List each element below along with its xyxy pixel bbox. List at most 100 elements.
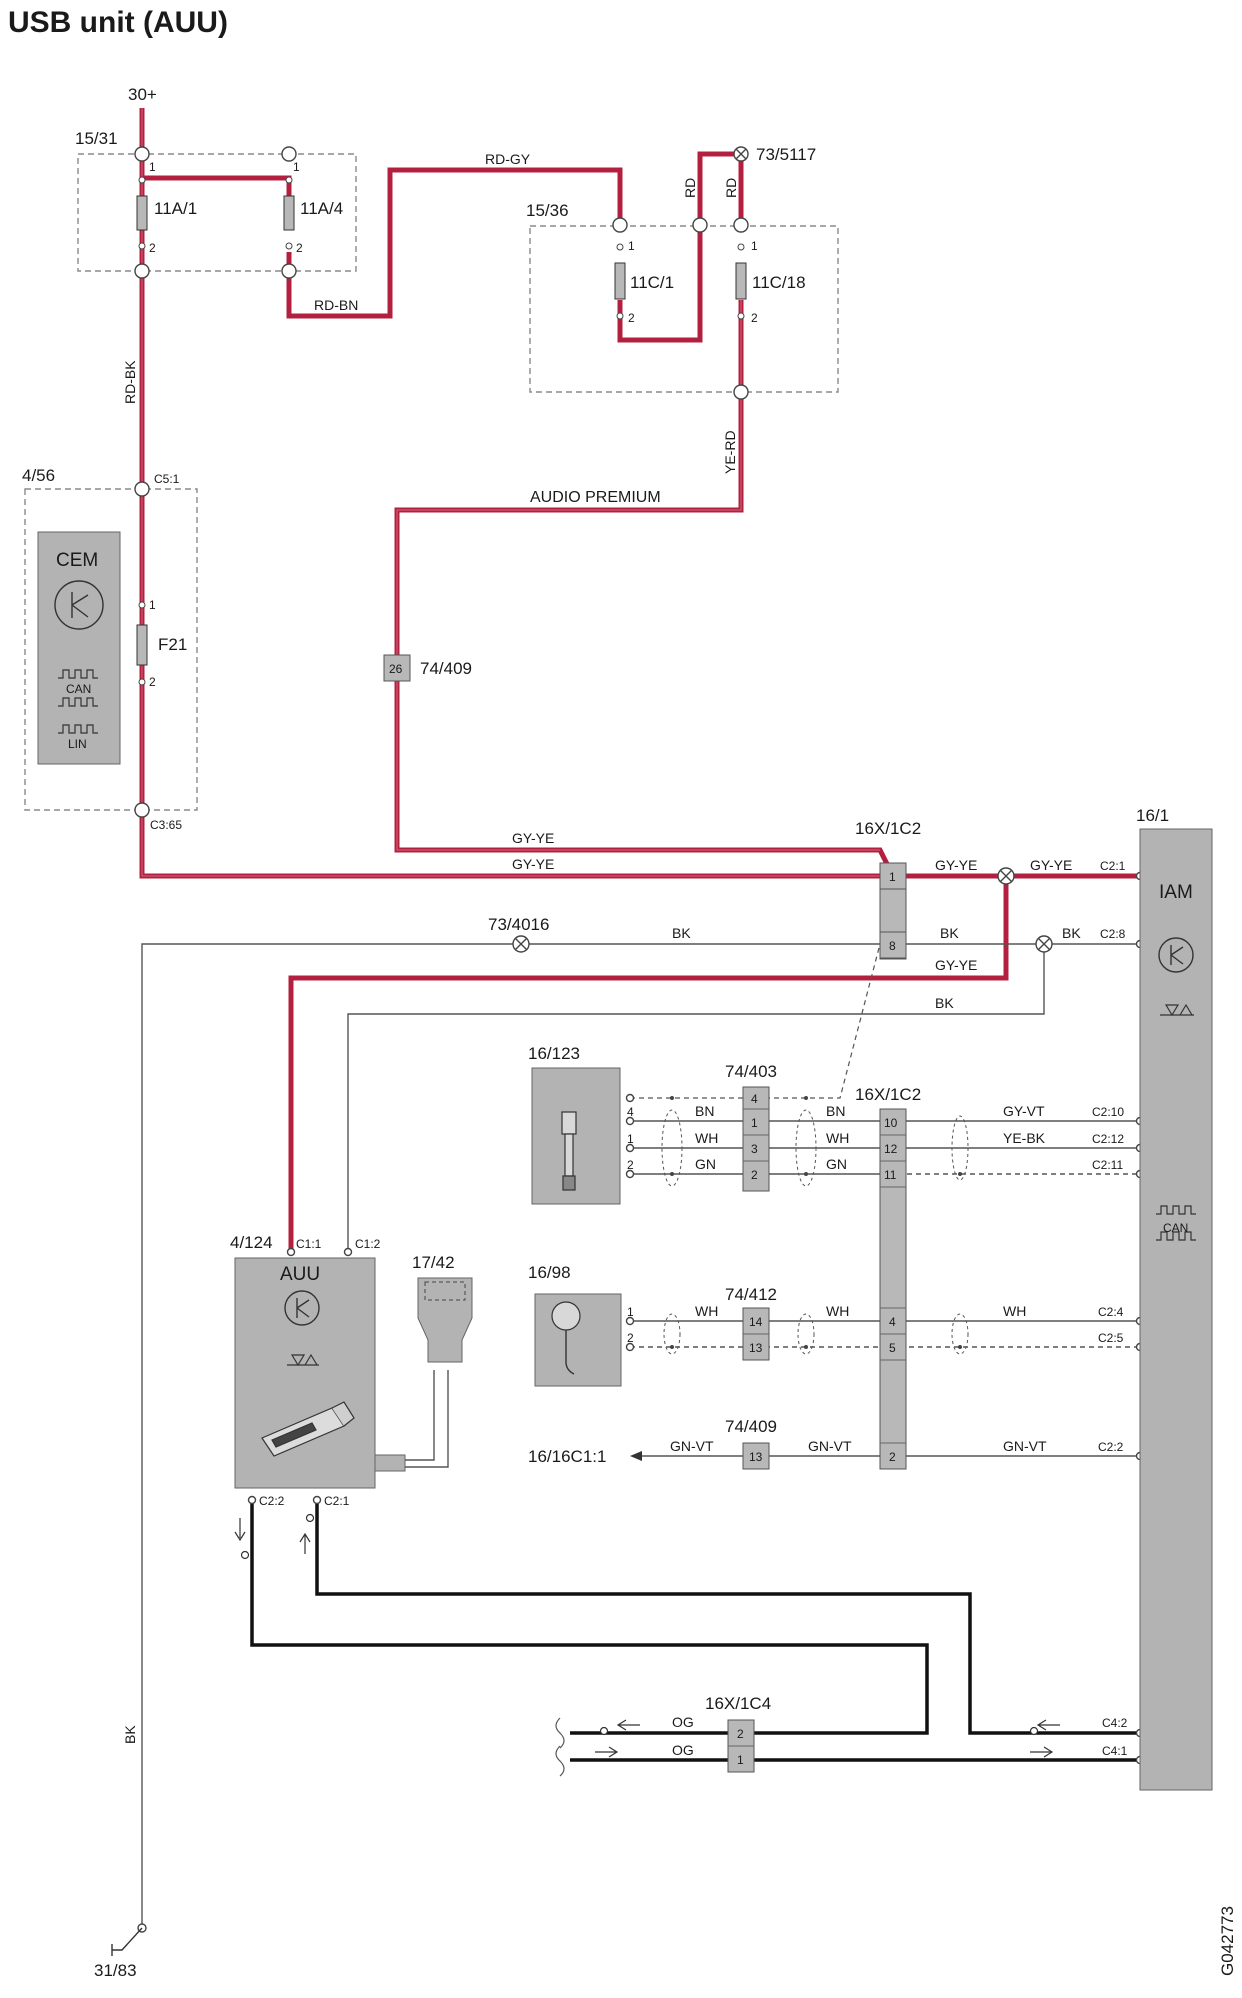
wire-ye-rd-label: YE-RD xyxy=(722,430,738,474)
aux-conn-pin-0: 4 xyxy=(751,1092,758,1106)
cem-pin-out: C3:65 xyxy=(150,818,182,832)
transistor-icon xyxy=(284,1290,320,1326)
cem-id: 4/56 xyxy=(22,466,55,485)
main-pin-a: 1 xyxy=(889,870,896,884)
auu-module xyxy=(234,1257,449,1489)
fb-pin2-b: 2 xyxy=(751,311,758,325)
aux-conn-pin-1: 1 xyxy=(751,1116,758,1130)
aux-jack xyxy=(531,1067,621,1205)
iam-pin-1: C2:8 xyxy=(1100,927,1126,941)
fuse-11a4 xyxy=(283,195,295,231)
wire-rd-bk xyxy=(139,108,893,879)
iam-can-label: CAN xyxy=(1163,1221,1188,1235)
gnd-conn-id: 74/409 xyxy=(725,1417,777,1436)
iam-id: 16/1 xyxy=(1136,806,1169,825)
can-wave-icon xyxy=(58,669,98,734)
wire-bk-4: BK xyxy=(935,995,954,1011)
iam-pin-4: C2:11 xyxy=(1092,1158,1123,1172)
conn2-pin-4: 5 xyxy=(889,1341,896,1355)
mic-wire-mid: WH xyxy=(826,1303,849,1319)
transistor-icon xyxy=(54,580,104,630)
wire-rd-b-label: RD xyxy=(723,178,739,198)
conn2-pin-2: 11 xyxy=(884,1168,897,1182)
diode-pair-icon xyxy=(287,1353,319,1367)
mic-conn-pin-0: 14 xyxy=(749,1315,763,1329)
aux-wire-mid-1: WH xyxy=(826,1130,849,1146)
iam-pin-8: C4:2 xyxy=(1102,1716,1128,1730)
ground-splice-label: 73/4016 xyxy=(488,915,549,934)
fuse-f21 xyxy=(136,624,148,666)
aux-wire-left-0: BN xyxy=(695,1103,714,1119)
wire-bk-2: BK xyxy=(940,925,959,941)
cem-box xyxy=(24,488,198,811)
mic-conn-pin-1: 13 xyxy=(749,1341,763,1355)
fb-pin2-a: 2 xyxy=(628,311,635,325)
cem-pin-in: C5:1 xyxy=(154,472,180,486)
splice-bk xyxy=(1035,935,1053,953)
fusebox-a-box xyxy=(77,153,357,272)
conn2-pin-3: 4 xyxy=(889,1315,896,1329)
wire-fuse-bridge xyxy=(142,175,292,200)
fuse-11a1-label: 11A/1 xyxy=(154,199,197,218)
shield-markers xyxy=(661,1109,969,1355)
mic-id: 16/98 xyxy=(528,1263,571,1282)
fuses xyxy=(136,195,747,666)
fa-pin2-a: 2 xyxy=(149,241,156,255)
wire-gy-ye-auu xyxy=(288,876,1009,1252)
aux-wire-left-1: WH xyxy=(695,1130,718,1146)
splice-73-5117-label: 73/5117 xyxy=(756,145,816,164)
aux-conn-id: 74/403 xyxy=(725,1062,777,1081)
fuse-11c18-label: 11C/18 xyxy=(752,273,806,292)
audio-premium-label: AUDIO PREMIUM xyxy=(530,489,661,506)
usb-stick-icon xyxy=(261,1401,355,1457)
wire-gy-ye-5: GY-YE xyxy=(935,957,977,973)
wire-rd-bk-label: RD-BK xyxy=(122,360,138,404)
cem-pin2: 2 xyxy=(149,675,156,689)
wire-rd-a-label: RD xyxy=(682,178,698,198)
arrow-16-16c1 xyxy=(630,1451,642,1461)
can-wave-icon xyxy=(1156,1205,1196,1241)
mic-wire-left: WH xyxy=(695,1303,718,1319)
wire-gy-ye-3: GY-YE xyxy=(935,857,977,873)
aux-wire-right-1: YE-BK xyxy=(1003,1130,1046,1146)
wire-gy-ye-2: GY-YE xyxy=(512,856,554,872)
conn2-pin-0: 10 xyxy=(884,1116,898,1130)
aux-pin-1: 1 xyxy=(627,1132,634,1146)
main-conn-id: 16X/1C2 xyxy=(855,819,921,838)
component-boxes xyxy=(24,153,839,811)
aux-wire-mid-2: GN xyxy=(826,1156,847,1172)
can-conn-pin-1: 1 xyxy=(737,1753,744,1767)
usb-socket xyxy=(417,1277,473,1363)
aux-pin-2: 2 xyxy=(627,1158,634,1172)
aux-wire-left-2: GN xyxy=(695,1156,716,1172)
mic-wire-right: WH xyxy=(1003,1303,1026,1319)
iam-pin-3: C2:12 xyxy=(1092,1132,1124,1146)
terminal-points xyxy=(134,146,1145,1933)
cem-can-label: CAN xyxy=(66,682,91,696)
iam-pin-7: C2:2 xyxy=(1098,1440,1124,1454)
wire-gy-ye-4: GY-YE xyxy=(1030,857,1072,873)
diode-pair-icon xyxy=(1160,1003,1194,1017)
conn2-pin-5: 2 xyxy=(889,1450,896,1464)
wire-rd-bn-label: RD-BN xyxy=(314,297,358,313)
gnd-conn-pin: 13 xyxy=(749,1450,763,1464)
splices xyxy=(512,146,1053,953)
can-wire-a: OG xyxy=(672,1714,694,1730)
splice-73-4016 xyxy=(512,935,530,953)
splice-gy-ye xyxy=(997,867,1015,885)
wire-bk-1: BK xyxy=(672,925,691,941)
auu-pin-c12: C1:2 xyxy=(355,1237,381,1251)
ground-wire-label: BK xyxy=(122,1725,138,1744)
aux-jack-id: 16/123 xyxy=(528,1044,580,1063)
iam-name: IAM xyxy=(1159,882,1193,903)
iam-pin-6: C2:5 xyxy=(1098,1331,1124,1345)
can-wire-b: OG xyxy=(672,1742,694,1758)
page-title: USB unit (AUU) xyxy=(8,6,228,39)
transistor-icon xyxy=(1158,937,1194,973)
cem-pin1: 1 xyxy=(149,598,156,612)
fusebox-b-id: 15/36 xyxy=(526,201,569,220)
mic-conn-id: 74/412 xyxy=(725,1285,777,1304)
cem-name: CEM xyxy=(56,550,98,571)
auu-name: AUU xyxy=(280,1264,320,1285)
gn-vt-mid: GN-VT xyxy=(808,1438,852,1454)
